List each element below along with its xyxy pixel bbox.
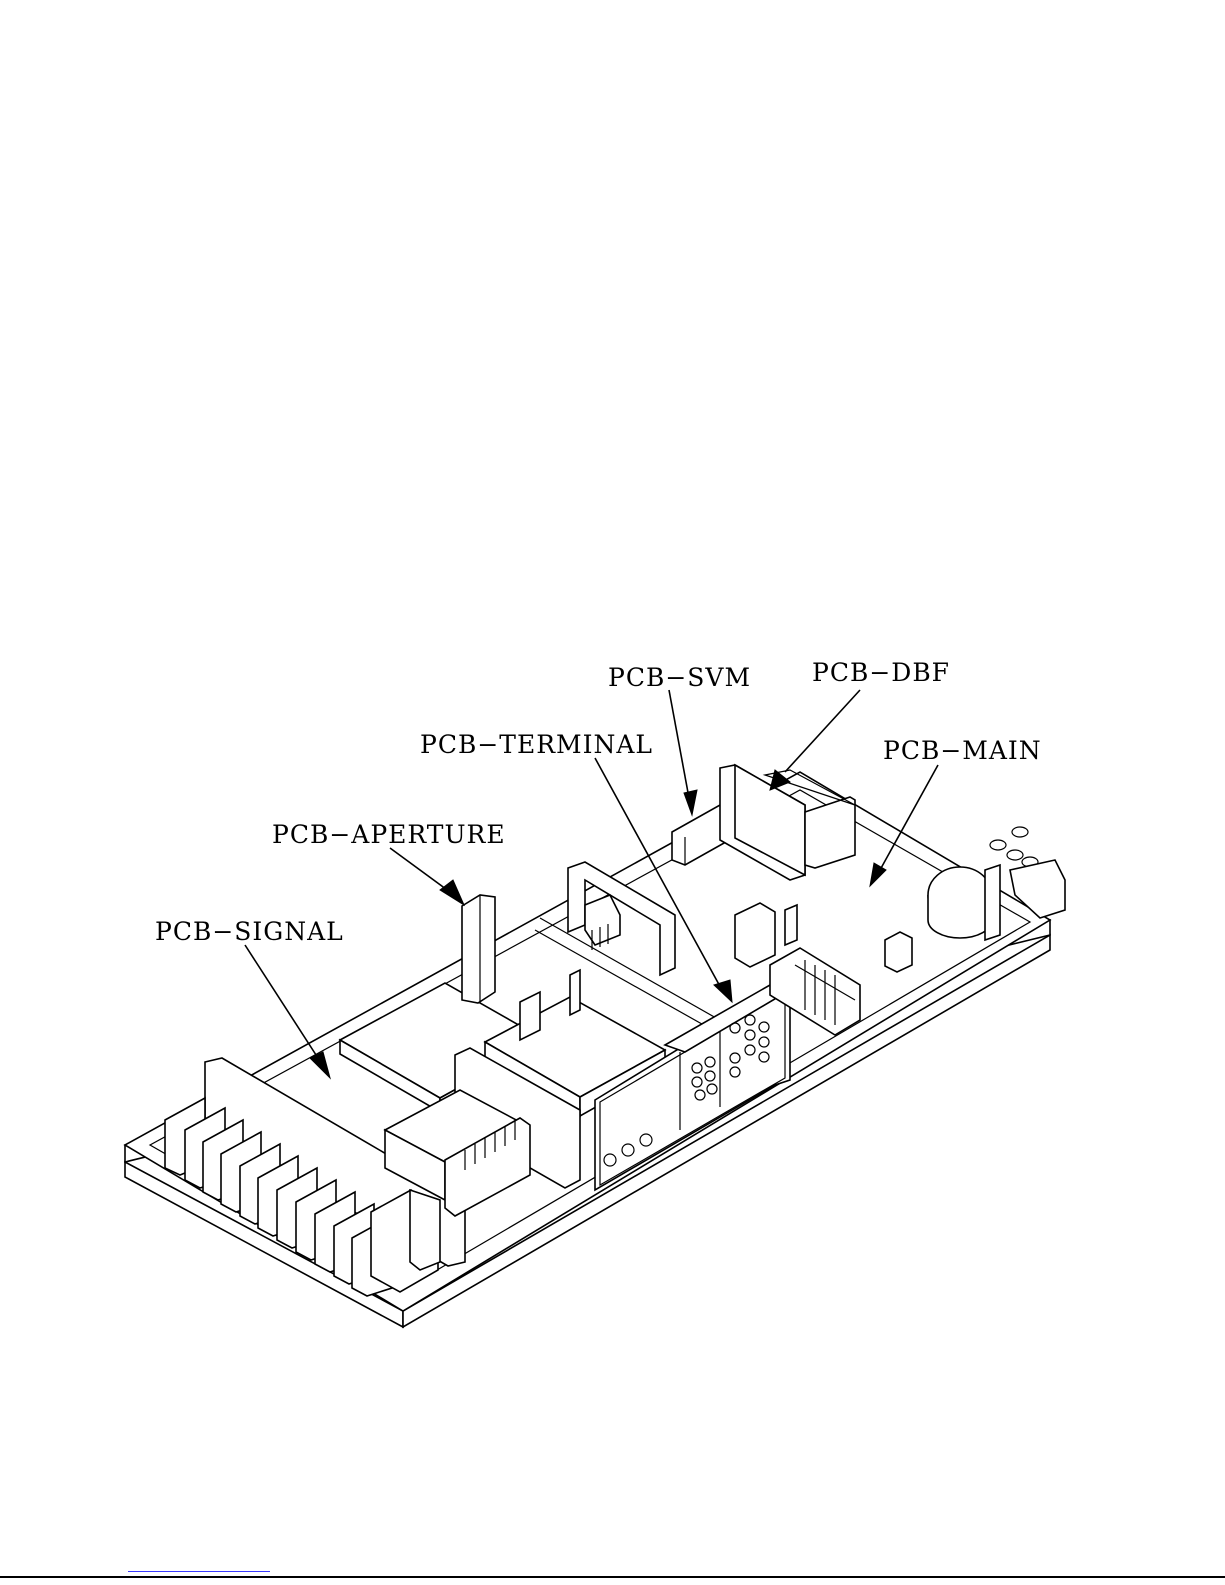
label-pcb-signal: PCB−SIGNAL xyxy=(155,917,344,946)
label-pcb-main: PCB−MAIN xyxy=(883,736,1042,765)
aperture-board xyxy=(462,895,495,1003)
aperture-arrowhead xyxy=(440,880,464,905)
svm-arrowhead xyxy=(684,790,697,815)
footer-link-underline xyxy=(128,1571,270,1572)
label-pcb-svm: PCB−SVM xyxy=(608,663,751,692)
label-pcb-terminal: PCB−TERMINAL xyxy=(420,730,653,759)
label-pcb-aperture: PCB−APERTURE xyxy=(272,820,506,849)
label-pcb-dbf: PCB−DBF xyxy=(812,658,950,687)
footer-rule xyxy=(0,1576,1225,1578)
